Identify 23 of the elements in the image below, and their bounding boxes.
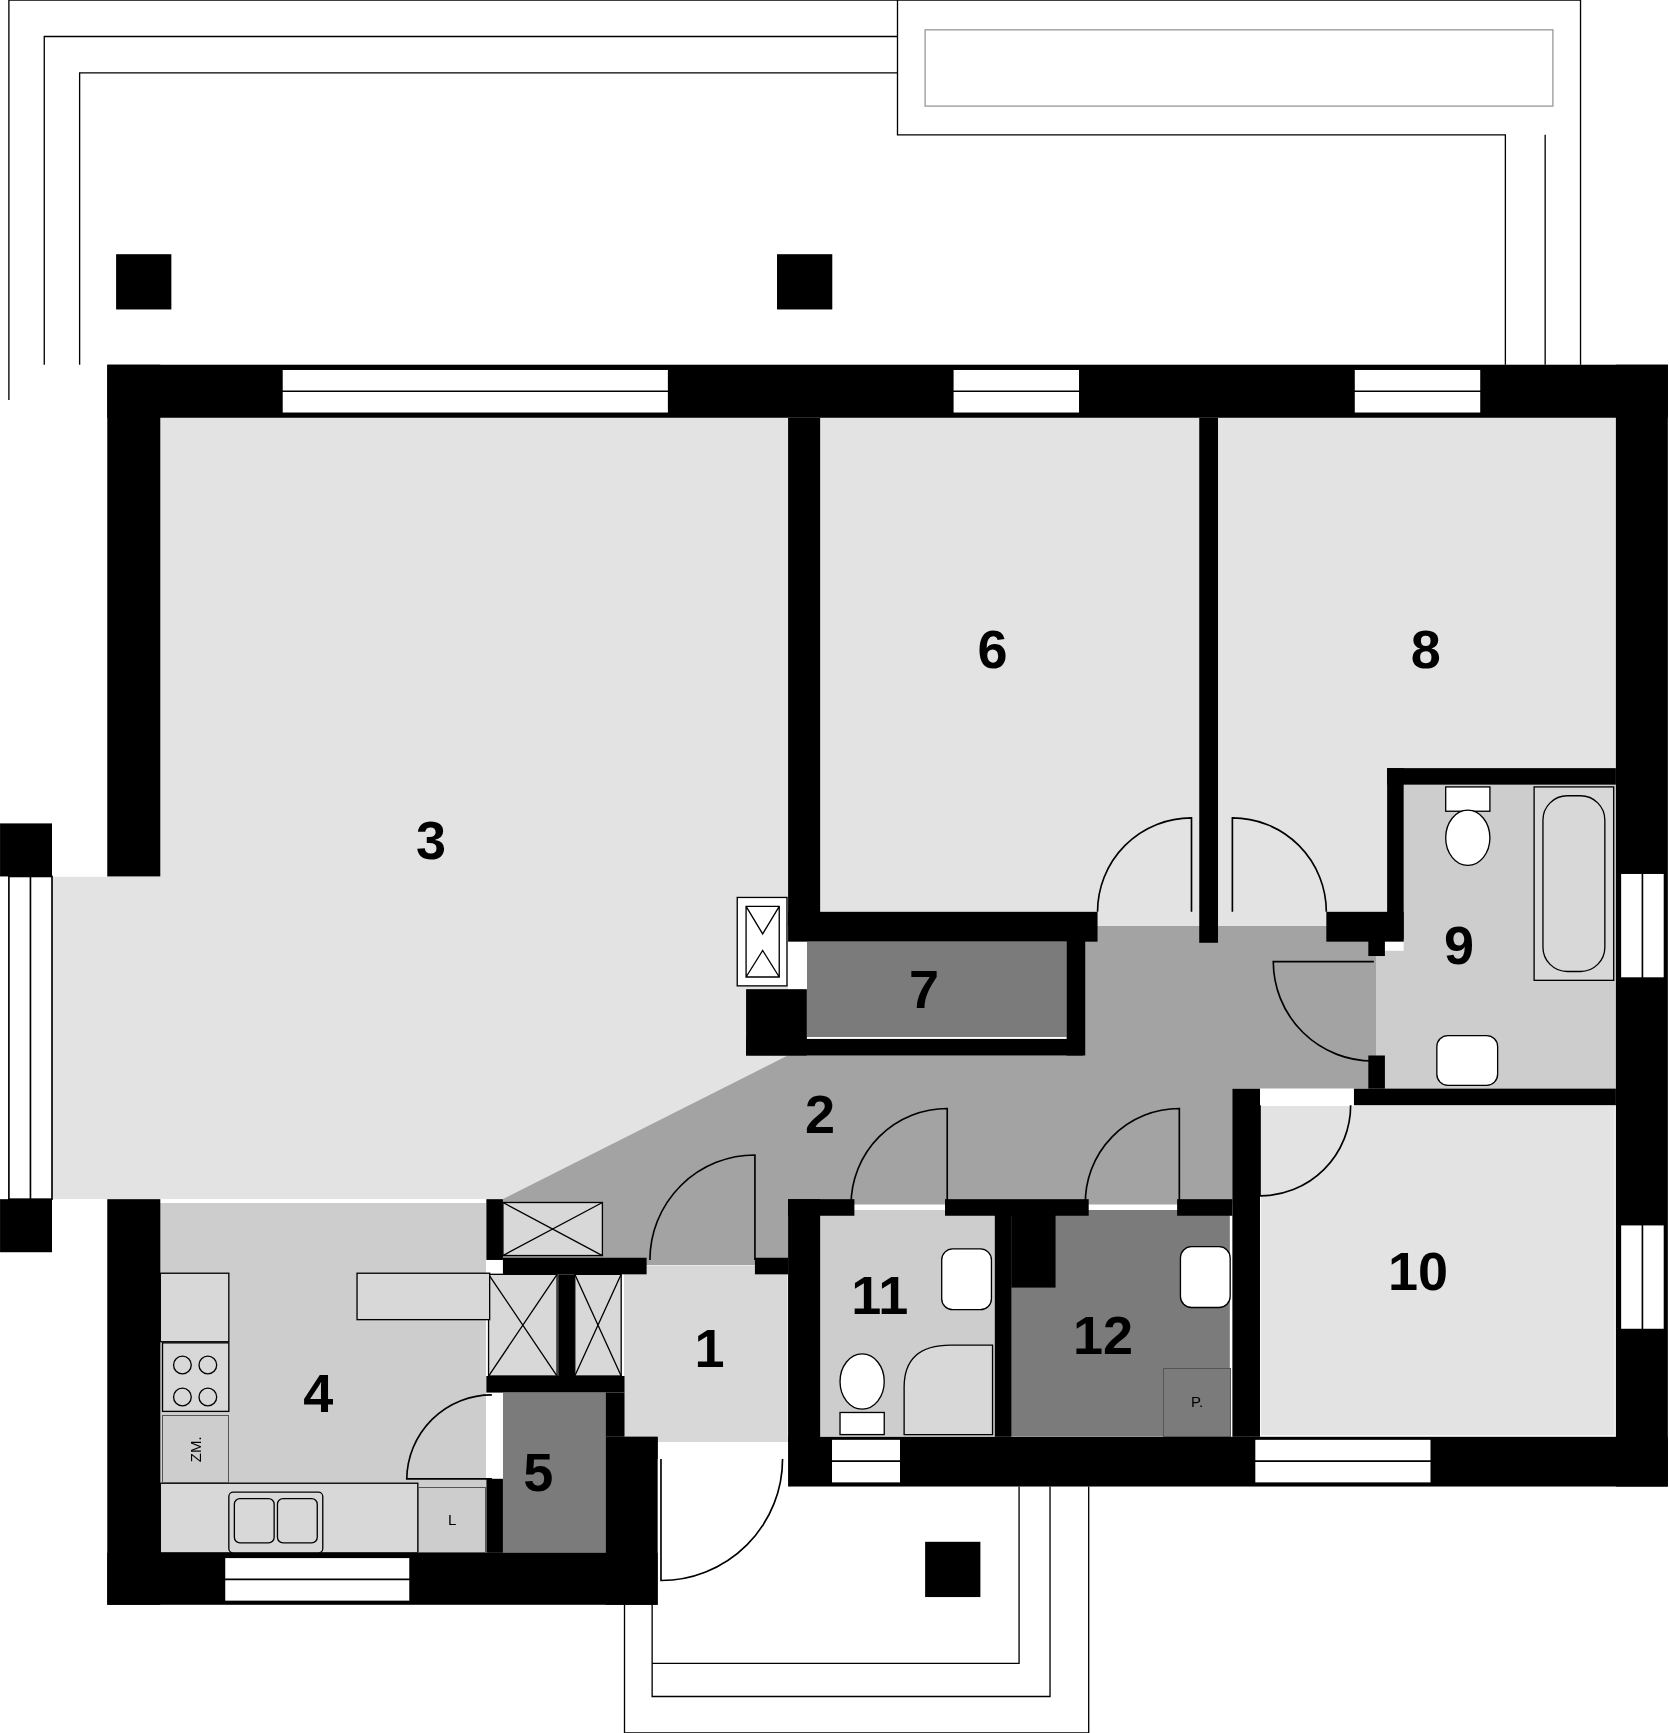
room-area xyxy=(502,1392,606,1553)
room-area xyxy=(502,926,1377,1266)
room-number: 9 xyxy=(1443,918,1474,972)
room-number: 2 xyxy=(805,1087,836,1142)
room-area xyxy=(51,417,789,1200)
room-area xyxy=(624,1265,789,1443)
room-number: 11 xyxy=(851,1268,909,1323)
room-area xyxy=(806,941,1067,1037)
room-area xyxy=(1218,417,1616,927)
appliance-box: ZM. xyxy=(162,1414,229,1484)
room-number: 5 xyxy=(523,1445,554,1500)
room-number: 1 xyxy=(694,1321,725,1376)
room-number: 4 xyxy=(303,1365,334,1420)
room-number: 7 xyxy=(909,962,940,1017)
room-number: 3 xyxy=(416,813,447,867)
room-area xyxy=(1261,1106,1615,1436)
room-area xyxy=(820,417,1200,927)
appliance-box: L xyxy=(417,1486,487,1553)
room-number: 10 xyxy=(1388,1244,1449,1299)
appliance-box: P. xyxy=(1162,1368,1232,1437)
room-number: 8 xyxy=(1410,621,1441,676)
room-number: 6 xyxy=(977,621,1008,676)
room-number: 12 xyxy=(1073,1308,1134,1363)
